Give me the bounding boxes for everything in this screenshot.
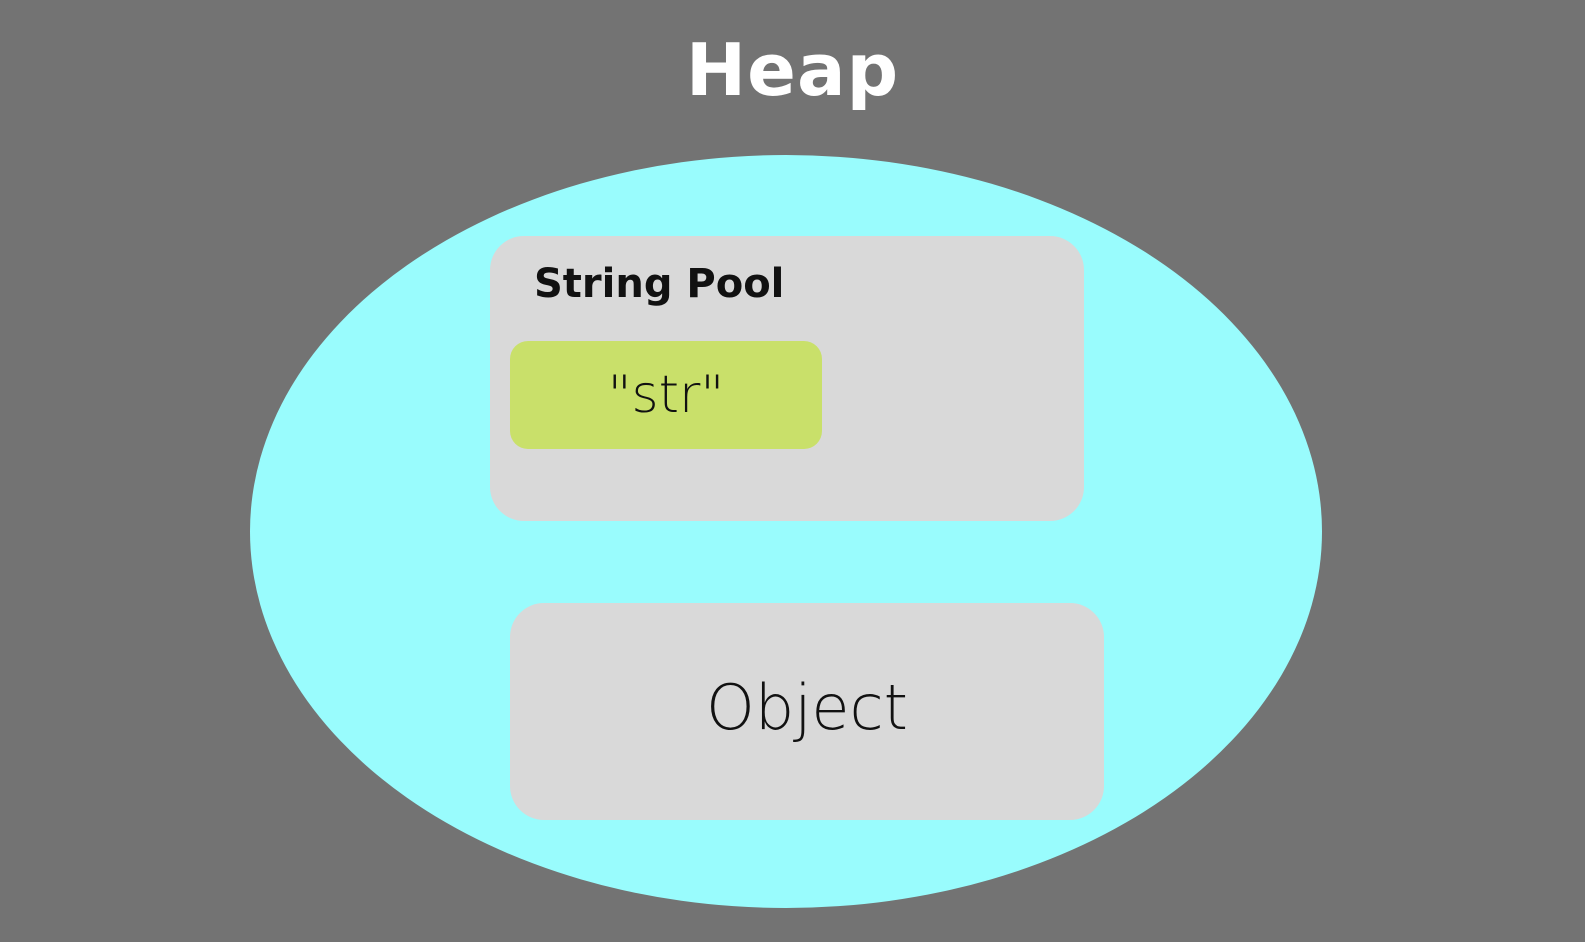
string-literal-box: "str" [510, 341, 822, 449]
object-box: Object [510, 603, 1104, 820]
string-literal-text: "str" [607, 365, 725, 425]
string-pool-box: String Pool "str" [490, 236, 1084, 521]
string-pool-label: String Pool [534, 261, 785, 307]
heap-title: Heap [685, 28, 900, 112]
object-label: Object [706, 670, 908, 744]
